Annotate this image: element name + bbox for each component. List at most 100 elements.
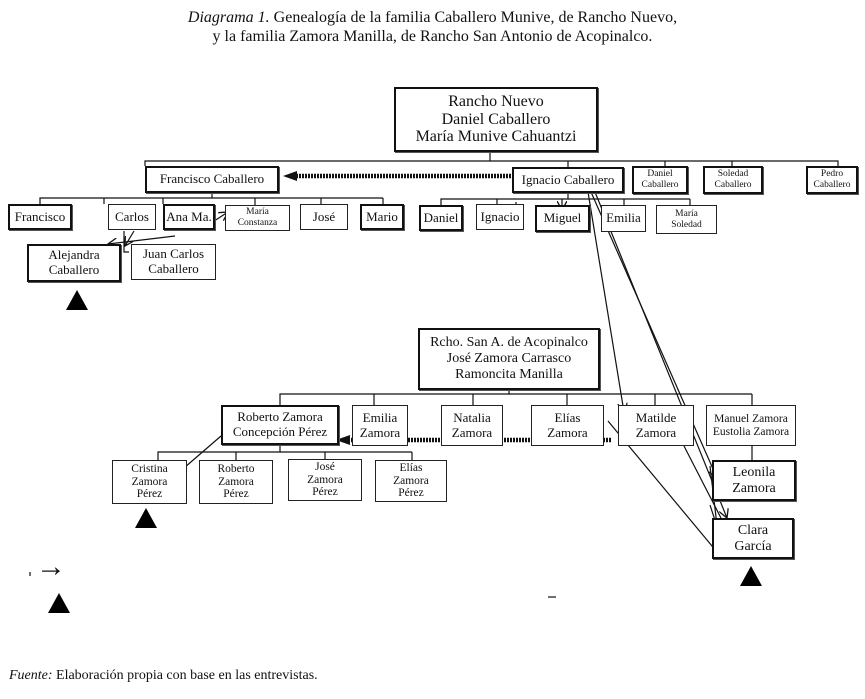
manuel-zamora-line-2: Eustolia Zamora bbox=[712, 425, 790, 438]
daniel-caballero-line-2: Caballero bbox=[641, 180, 679, 190]
soledad-caballero-line-2: Caballero bbox=[714, 180, 752, 190]
source-label: Fuente: bbox=[9, 668, 53, 683]
source-text: Elaboración propia con base en las entre… bbox=[56, 668, 318, 683]
leonila-line-1: Leonila bbox=[732, 464, 776, 480]
cristina-zamora-perez-box: Cristina Zamora Pérez bbox=[112, 460, 187, 504]
roberto-zamora-line-2: Concepción Pérez bbox=[232, 424, 328, 439]
triangle-marker-alejandra bbox=[66, 290, 88, 310]
leonila-line-2: Zamora bbox=[732, 480, 776, 496]
root-place: Rancho Nuevo bbox=[448, 92, 544, 110]
zamora-root-place: Rcho. San A. de Acopinalco bbox=[430, 335, 588, 351]
elias-zamora-perez-box: Elías Zamora Pérez bbox=[375, 460, 447, 502]
acopinalco-root-box: Rcho. San A. de Acopinalco José Zamora C… bbox=[418, 328, 600, 390]
source-note: Fuente: Elaboración propia con base en l… bbox=[9, 668, 318, 684]
maria-constanza-line-1: María bbox=[246, 207, 269, 218]
francisco-caballero-box: Francisco Caballero bbox=[145, 166, 279, 193]
leonila-zamora-box: Leonila Zamora bbox=[712, 460, 796, 501]
juan-carlos-caballero-box: Juan Carlos Caballero bbox=[131, 244, 216, 280]
jose-child-line-1: José bbox=[315, 460, 335, 473]
mario-name: Mario bbox=[366, 208, 398, 224]
ignacio-caballero-name: Ignacio Caballero bbox=[521, 171, 615, 187]
natalia-zamora-line-2: Zamora bbox=[451, 424, 493, 440]
natalia-zamora-line-1: Natalia bbox=[453, 409, 491, 425]
cristina-line-1: Cristina bbox=[131, 462, 168, 475]
elias-child-line-2: Zamora bbox=[393, 474, 429, 487]
emilia-zamora-line-2: Zamora bbox=[359, 424, 401, 440]
pedro-caballero-line-2: Caballero bbox=[813, 180, 851, 190]
miguel-box: Miguel bbox=[535, 205, 590, 232]
francisco-caballero-name: Francisco Caballero bbox=[159, 171, 265, 187]
miguel-name: Miguel bbox=[543, 210, 582, 226]
root-father: Daniel Caballero bbox=[441, 110, 551, 128]
alejandra-caballero-box: Alejandra Caballero bbox=[27, 244, 121, 282]
caption-line-2: y la familia Zamora Manilla, de Rancho S… bbox=[212, 28, 653, 45]
legend-arrow-icon: → bbox=[36, 550, 66, 583]
alejandra-caballero-line-2: Caballero bbox=[48, 262, 100, 277]
caption-line1-text: Genealogía de la familia Caballero Muniv… bbox=[273, 9, 678, 26]
elias-zamora-line-2: Zamora bbox=[547, 424, 588, 440]
clara-line-1: Clara bbox=[737, 522, 769, 538]
ana-ma-name: Ana Ma. bbox=[166, 208, 212, 224]
maria-soledad-line-2: Soledad bbox=[671, 219, 702, 230]
roberto-child-line-2: Zamora bbox=[218, 475, 254, 488]
francisco-child-box: Francisco bbox=[8, 204, 72, 230]
jose-child-line-2: Zamora bbox=[307, 473, 343, 486]
daniel-child-name: Daniel bbox=[423, 209, 459, 225]
elias-child-line-3: Pérez bbox=[398, 487, 424, 500]
triangle-marker-clara bbox=[740, 566, 762, 586]
manuel-zamora-box: Manuel Zamora Eustolia Zamora bbox=[706, 405, 796, 446]
cristina-line-3: Pérez bbox=[136, 488, 163, 501]
diagram-caption: Diagrama 1. Genealogía de la familia Cab… bbox=[0, 8, 865, 46]
pedro-caballero-box: Pedro Caballero bbox=[806, 166, 858, 194]
alejandra-caballero-line-1: Alejandra bbox=[48, 247, 100, 263]
cristina-line-2: Zamora bbox=[131, 475, 168, 488]
jose-caballero-box: José bbox=[300, 204, 348, 230]
matilde-zamora-line-2: Zamora bbox=[635, 424, 677, 440]
mario-box: Mario bbox=[360, 204, 404, 230]
rancho-nuevo-root-box: Rancho Nuevo Daniel Caballero María Muni… bbox=[394, 87, 598, 152]
caption-label: Diagrama 1. bbox=[187, 9, 270, 26]
maria-constanza-box: María Constanza bbox=[225, 205, 290, 231]
ignacio-child-box: Ignacio bbox=[476, 204, 524, 230]
matilde-zamora-box: Matilde Zamora bbox=[618, 405, 694, 446]
soledad-caballero-box: Soledad Caballero bbox=[703, 166, 763, 194]
elias-zamora-box: Elías Zamora bbox=[531, 405, 604, 446]
emilia-caballero-name: Emilia bbox=[606, 210, 641, 226]
triangle-marker-cristina bbox=[135, 508, 157, 528]
roberto-child-line-3: Pérez bbox=[223, 488, 249, 501]
zamora-root-father: José Zamora Carrasco bbox=[446, 351, 572, 367]
daniel-caballero-box: Daniel Caballero bbox=[632, 166, 688, 194]
daniel-child-box: Daniel bbox=[419, 205, 463, 231]
legend-triangle-icon bbox=[48, 593, 70, 613]
pedro-caballero-line-1: Pedro bbox=[820, 169, 844, 180]
ana-ma-box: Ana Ma. bbox=[163, 204, 215, 230]
elias-child-line-1: Elías bbox=[399, 461, 423, 474]
emilia-zamora-box: Emilia Zamora bbox=[352, 405, 408, 446]
daniel-caballero-line-1: Daniel bbox=[647, 169, 673, 180]
clara-line-2: García bbox=[734, 538, 772, 554]
roberto-zamora-box: Roberto Zamora Concepción Pérez bbox=[221, 405, 339, 445]
zamora-root-mother: Ramoncita Manilla bbox=[455, 366, 563, 382]
francisco-child-name: Francisco bbox=[14, 208, 66, 224]
jose-zamora-perez-box: José Zamora Pérez bbox=[288, 459, 362, 501]
manuel-zamora-line-1: Manuel Zamora bbox=[714, 412, 788, 425]
carlos-name: Carlos bbox=[115, 208, 149, 224]
ignacio-child-name: Ignacio bbox=[480, 208, 520, 224]
ignacio-caballero-box: Ignacio Caballero bbox=[512, 167, 624, 193]
emilia-caballero-box: Emilia bbox=[601, 205, 646, 232]
juan-carlos-caballero-line-1: Juan Carlos bbox=[142, 246, 205, 262]
root-mother: María Munive Cahuantzi bbox=[415, 128, 577, 146]
clara-garcia-box: Clara García bbox=[712, 518, 794, 559]
matilde-zamora-line-1: Matilde bbox=[635, 409, 677, 425]
roberto-zamora-line-1: Roberto Zamora bbox=[237, 409, 323, 425]
maria-soledad-box: María Soledad bbox=[656, 205, 717, 234]
juan-carlos-caballero-line-2: Caballero bbox=[148, 261, 199, 276]
carlos-box: Carlos bbox=[108, 204, 156, 230]
roberto-zamora-perez-box: Roberto Zamora Pérez bbox=[199, 460, 273, 504]
emilia-zamora-line-1: Emilia bbox=[362, 409, 398, 425]
elias-zamora-line-1: Elías bbox=[554, 409, 581, 425]
soledad-caballero-line-1: Soledad bbox=[717, 169, 749, 180]
natalia-zamora-box: Natalia Zamora bbox=[441, 405, 503, 446]
jose-caballero-name: José bbox=[312, 208, 336, 224]
